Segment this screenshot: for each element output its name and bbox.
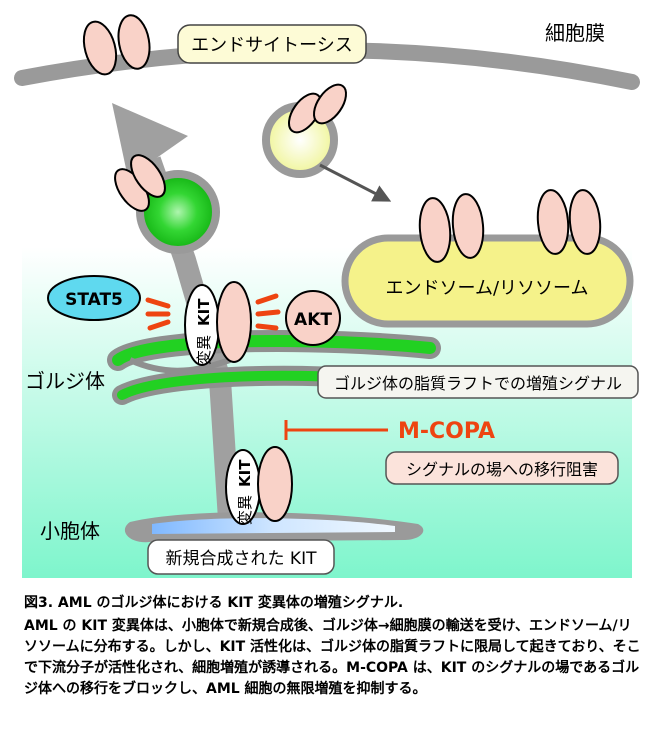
migration-block-box bbox=[385, 451, 619, 485]
stat5-label: STAT5 bbox=[65, 290, 123, 310]
kit-signaling-diagram: 細胞膜 エンドサイトーシス エンドソーム/リソソーム ゴルジ bbox=[14, 8, 640, 578]
caption-body: AML の KIT 変異体は、小胞体で新規合成後、ゴルジ体→細胞膜の輸送を受け、… bbox=[24, 618, 641, 697]
endosome-label: エンドソーム/リソソーム bbox=[386, 278, 589, 299]
activation-rays-left bbox=[145, 297, 171, 331]
akt bbox=[285, 290, 341, 346]
figure-caption: 図3. AML のゴルジ体における KIT 変異体の増殖シグナル. AML の … bbox=[24, 593, 644, 700]
er-label: 小胞体 bbox=[40, 519, 100, 543]
activation-rays-right bbox=[255, 293, 281, 331]
mutant-kit-er: 変異 KIT bbox=[225, 446, 293, 525]
mutant-kit-er-label-2: KIT bbox=[236, 459, 254, 487]
golgi-label: ゴルジ体 bbox=[25, 369, 105, 393]
endocytosis-label: エンドサイトーシス bbox=[191, 35, 353, 56]
mutant-kit-golgi: 変異 KIT bbox=[184, 281, 252, 366]
endoplasmic-reticulum bbox=[124, 512, 424, 543]
secretory-vesicle-receptor bbox=[114, 154, 166, 212]
new-kit-label: 新規合成された KIT bbox=[166, 549, 318, 569]
stat5 bbox=[47, 275, 141, 321]
golgi-signal-label: ゴルジ体の脂質ラフトでの増殖シグナル bbox=[334, 374, 622, 393]
endosome-arrow bbox=[319, 163, 392, 202]
golgi-signal-box bbox=[317, 365, 639, 399]
migration-block-label: シグナルの場への移行阻害 bbox=[406, 460, 598, 479]
mutant-kit-golgi-label-1: 変異 bbox=[195, 335, 213, 365]
endosome-lysosome bbox=[341, 234, 634, 328]
endocytosis-box bbox=[177, 24, 367, 64]
mutant-kit-golgi-label-2: KIT bbox=[195, 298, 213, 326]
caption-title: 図3. AML のゴルジ体における KIT 変異体の増殖シグナル. bbox=[24, 595, 404, 611]
m-copa-label: M-COPA bbox=[398, 419, 495, 444]
membrane-receptor bbox=[82, 14, 151, 76]
endosome-receptor-right bbox=[536, 189, 602, 255]
vesicle-receptor bbox=[288, 83, 347, 134]
new-kit-box bbox=[147, 539, 335, 575]
cell-membrane-label: 細胞膜 bbox=[545, 21, 605, 45]
mutant-kit-er-label-1: 変異 bbox=[236, 495, 254, 525]
akt-label: AKT bbox=[294, 310, 332, 330]
endosome-receptor-left bbox=[418, 193, 485, 263]
